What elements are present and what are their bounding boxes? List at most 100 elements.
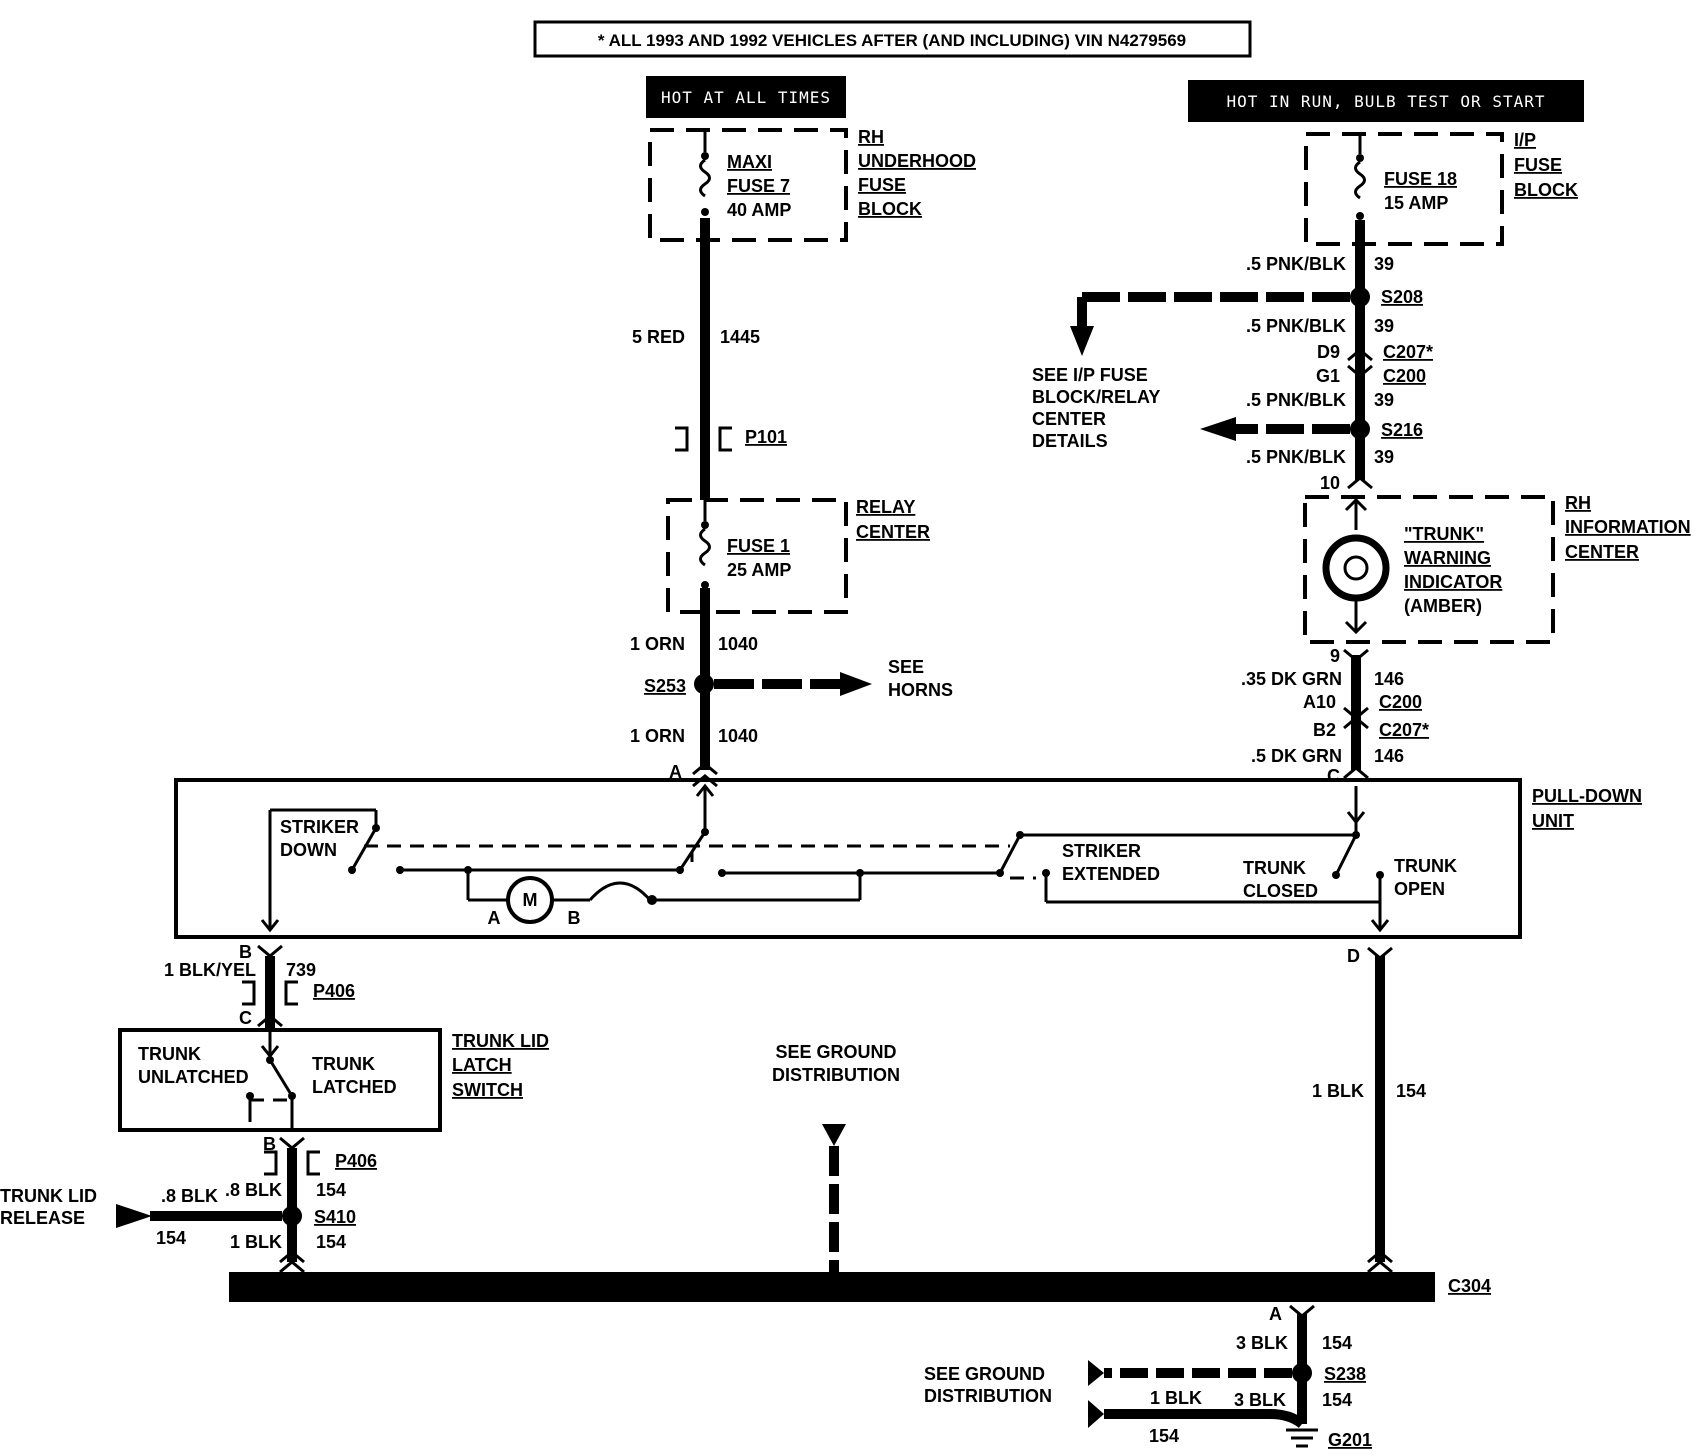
svg-text:WARNING: WARNING <box>1404 548 1491 568</box>
hot-at-all-times-label: HOT AT ALL TIMES <box>646 76 846 118</box>
svg-text:M: M <box>523 890 538 910</box>
svg-text:S238: S238 <box>1324 1364 1366 1384</box>
svg-text:HOT AT ALL TIMES: HOT AT ALL TIMES <box>661 88 831 107</box>
svg-text:1040: 1040 <box>718 726 758 746</box>
svg-text:B2: B2 <box>1313 720 1336 740</box>
svg-text:UNIT: UNIT <box>1532 811 1574 831</box>
vehicle-note: * ALL 1993 AND 1992 VEHICLES AFTER (AND … <box>533 20 1252 58</box>
s216-splice: S216 <box>1200 417 1423 441</box>
svg-text:C200: C200 <box>1379 692 1422 712</box>
svg-text:BLOCK: BLOCK <box>858 199 922 219</box>
svg-text:10: 10 <box>1320 473 1340 493</box>
s410-splice: S410 .8 BLK 154 <box>116 1186 356 1248</box>
rh-information-center: "TRUNK" WARNING INDICATOR (AMBER) RH INF… <box>1303 493 1691 644</box>
svg-text:S410: S410 <box>314 1207 356 1227</box>
svg-text:1 ORN: 1 ORN <box>630 726 685 746</box>
svg-text:1 BLK: 1 BLK <box>230 1232 282 1252</box>
see-ground-distribution-bottom: SEE GROUND DISTRIBUTION <box>924 1364 1052 1406</box>
svg-text:MAXI: MAXI <box>727 152 772 172</box>
svg-text:B: B <box>263 1134 276 1154</box>
p406-connector-top: P406 <box>242 980 355 1006</box>
svg-text:S216: S216 <box>1381 420 1423 440</box>
svg-text:HORNS: HORNS <box>888 680 953 700</box>
svg-text:S208: S208 <box>1381 287 1423 307</box>
svg-text:154: 154 <box>1396 1081 1426 1101</box>
svg-text:1 BLK: 1 BLK <box>1312 1081 1364 1101</box>
svg-text:CENTER: CENTER <box>856 522 930 542</box>
svg-text:146: 146 <box>1374 746 1404 766</box>
svg-text:154: 154 <box>156 1228 186 1248</box>
svg-text:B: B <box>568 908 581 928</box>
svg-text:A10: A10 <box>1303 692 1336 712</box>
g201-ground-icon: G201 <box>1286 1428 1372 1450</box>
svg-text:LATCHED: LATCHED <box>312 1077 397 1097</box>
relay-center: FUSE 1 25 AMP RELAY CENTER <box>666 497 930 614</box>
svg-text:3 BLK: 3 BLK <box>1234 1390 1286 1410</box>
svg-text:C200: C200 <box>1383 366 1426 386</box>
see-ip-fuse-note: SEE I/P FUSE BLOCK/RELAY CENTER DETAILS <box>1032 365 1160 451</box>
trunk-lid-latch-switch: TRUNK UNLATCHED TRUNK LATCHED TRUNK LID … <box>118 1028 549 1132</box>
svg-text:SEE GROUND: SEE GROUND <box>924 1364 1045 1384</box>
svg-text:9: 9 <box>1330 646 1340 666</box>
svg-text:DETAILS: DETAILS <box>1032 431 1108 451</box>
svg-text:C: C <box>239 1008 252 1028</box>
svg-text:DOWN: DOWN <box>280 840 337 860</box>
svg-text:RELAY: RELAY <box>856 497 915 517</box>
svg-text:154: 154 <box>316 1180 346 1200</box>
svg-text:1445: 1445 <box>720 327 760 347</box>
svg-text:PULL-DOWN: PULL-DOWN <box>1532 786 1642 806</box>
svg-text:C304: C304 <box>1448 1276 1491 1296</box>
p101-connector: P101 <box>675 426 787 452</box>
see-ground-distribution-mid: SEE GROUND DISTRIBUTION <box>772 1042 900 1272</box>
svg-text:D: D <box>1347 946 1360 966</box>
svg-text:TRUNK LID: TRUNK LID <box>452 1031 549 1051</box>
svg-text:UNLATCHED: UNLATCHED <box>138 1067 249 1087</box>
ground-branch: 1 BLK 3 BLK 154 154 <box>1088 1388 1352 1446</box>
svg-text:INFORMATION: INFORMATION <box>1565 517 1691 537</box>
svg-text:.5 PNK/BLK: .5 PNK/BLK <box>1246 254 1346 274</box>
svg-text:TRUNK: TRUNK <box>1394 856 1457 876</box>
svg-text:1 ORN: 1 ORN <box>630 634 685 654</box>
hot-in-run-label: HOT IN RUN, BULB TEST OR START <box>1188 80 1584 122</box>
svg-text:25 AMP: 25 AMP <box>727 560 791 580</box>
svg-text:CLOSED: CLOSED <box>1243 881 1318 901</box>
svg-text:739: 739 <box>286 960 316 980</box>
svg-text:154: 154 <box>1322 1390 1352 1410</box>
svg-text:FUSE 7: FUSE 7 <box>727 176 790 196</box>
s238-splice: S238 <box>1088 1360 1366 1386</box>
svg-text:B: B <box>239 942 252 962</box>
svg-text:39: 39 <box>1374 390 1394 410</box>
svg-text:SEE GROUND: SEE GROUND <box>775 1042 896 1062</box>
svg-text:HOT IN RUN, BULB TEST OR START: HOT IN RUN, BULB TEST OR START <box>1227 92 1546 111</box>
svg-text:CENTER: CENTER <box>1565 542 1639 562</box>
svg-text:TRUNK: TRUNK <box>138 1044 201 1064</box>
svg-text:P406: P406 <box>335 1151 377 1171</box>
svg-text:.5 DK GRN: .5 DK GRN <box>1251 746 1342 766</box>
svg-text:BLOCK: BLOCK <box>1514 180 1578 200</box>
svg-text:SEE I/P FUSE: SEE I/P FUSE <box>1032 365 1148 385</box>
c304-bus: C304 <box>229 1272 1491 1302</box>
p406-connector-bottom: P406 <box>264 1150 377 1176</box>
svg-text:(AMBER): (AMBER) <box>1404 596 1482 616</box>
svg-text:"TRUNK": "TRUNK" <box>1404 524 1484 544</box>
svg-text:5 RED: 5 RED <box>632 327 685 347</box>
svg-text:I/P: I/P <box>1514 130 1536 150</box>
svg-text:.5 PNK/BLK: .5 PNK/BLK <box>1246 390 1346 410</box>
svg-text:TRUNK: TRUNK <box>1243 858 1306 878</box>
svg-text:.8 BLK: .8 BLK <box>225 1180 282 1200</box>
svg-text:LATCH: LATCH <box>452 1055 512 1075</box>
svg-text:TRUNK LID: TRUNK LID <box>0 1186 97 1206</box>
svg-text:1 BLK: 1 BLK <box>1150 1388 1202 1408</box>
svg-text:C207*: C207* <box>1383 342 1433 362</box>
svg-text:FUSE: FUSE <box>1514 155 1562 175</box>
svg-text:.8 BLK: .8 BLK <box>161 1186 218 1206</box>
svg-text:40 AMP: 40 AMP <box>727 200 791 220</box>
svg-text:C: C <box>1327 766 1340 786</box>
svg-text:154: 154 <box>316 1232 346 1252</box>
svg-text:154: 154 <box>1322 1333 1352 1353</box>
vehicle-note-text: * ALL 1993 AND 1992 VEHICLES AFTER (AND … <box>598 31 1186 50</box>
svg-text:154: 154 <box>1149 1426 1179 1446</box>
svg-text:.35 DK GRN: .35 DK GRN <box>1241 669 1342 689</box>
svg-text:DISTRIBUTION: DISTRIBUTION <box>924 1386 1052 1406</box>
